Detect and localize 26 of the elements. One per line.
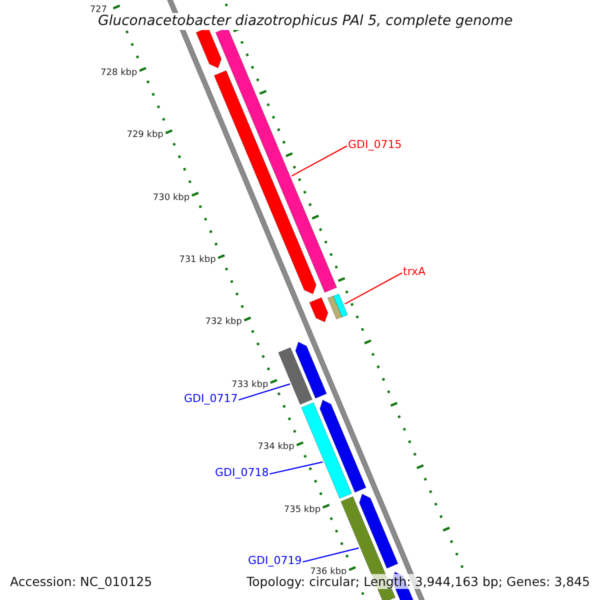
- scale-label: 730 kbp: [152, 192, 190, 204]
- scale-label: 728 kbp: [100, 68, 138, 79]
- gene-label: GDI_0719: [248, 554, 302, 568]
- leader-line: [302, 547, 359, 562]
- footer-text: Topology: circular; Length: 3,944,163 bp; Genes: 3,845: [246, 574, 590, 589]
- gene-label: GDI_0718: [215, 466, 269, 480]
- scale-label: 736 kbp: [310, 566, 347, 577]
- footer-text: Accession: NC_010125: [10, 574, 152, 589]
- leader-line: [238, 383, 290, 400]
- scale-label: 734 kbp: [258, 442, 294, 453]
- leader-line: [270, 461, 323, 474]
- leader-line: [291, 145, 348, 177]
- scale-label: 735 kbp: [284, 504, 321, 516]
- gene-label: GDI_0715: [348, 138, 402, 152]
- scale-label: 732 kbp: [205, 317, 242, 328]
- gene-label: trxA: [403, 265, 426, 278]
- scale-label: 733 kbp: [231, 380, 268, 391]
- scale-label: 727: [90, 5, 108, 16]
- gene-bar: [278, 347, 313, 405]
- gene-label: GDI_0717: [184, 392, 238, 406]
- scale-label: 729 kbp: [126, 130, 164, 141]
- gene-bar: [215, 27, 338, 293]
- title: Gluconacetobacter diazotrophicus PAl 5, complete genome: [98, 13, 513, 30]
- scale-label: 731 kbp: [179, 254, 216, 266]
- gene-bar: [301, 402, 352, 499]
- gene-bar: [332, 293, 348, 318]
